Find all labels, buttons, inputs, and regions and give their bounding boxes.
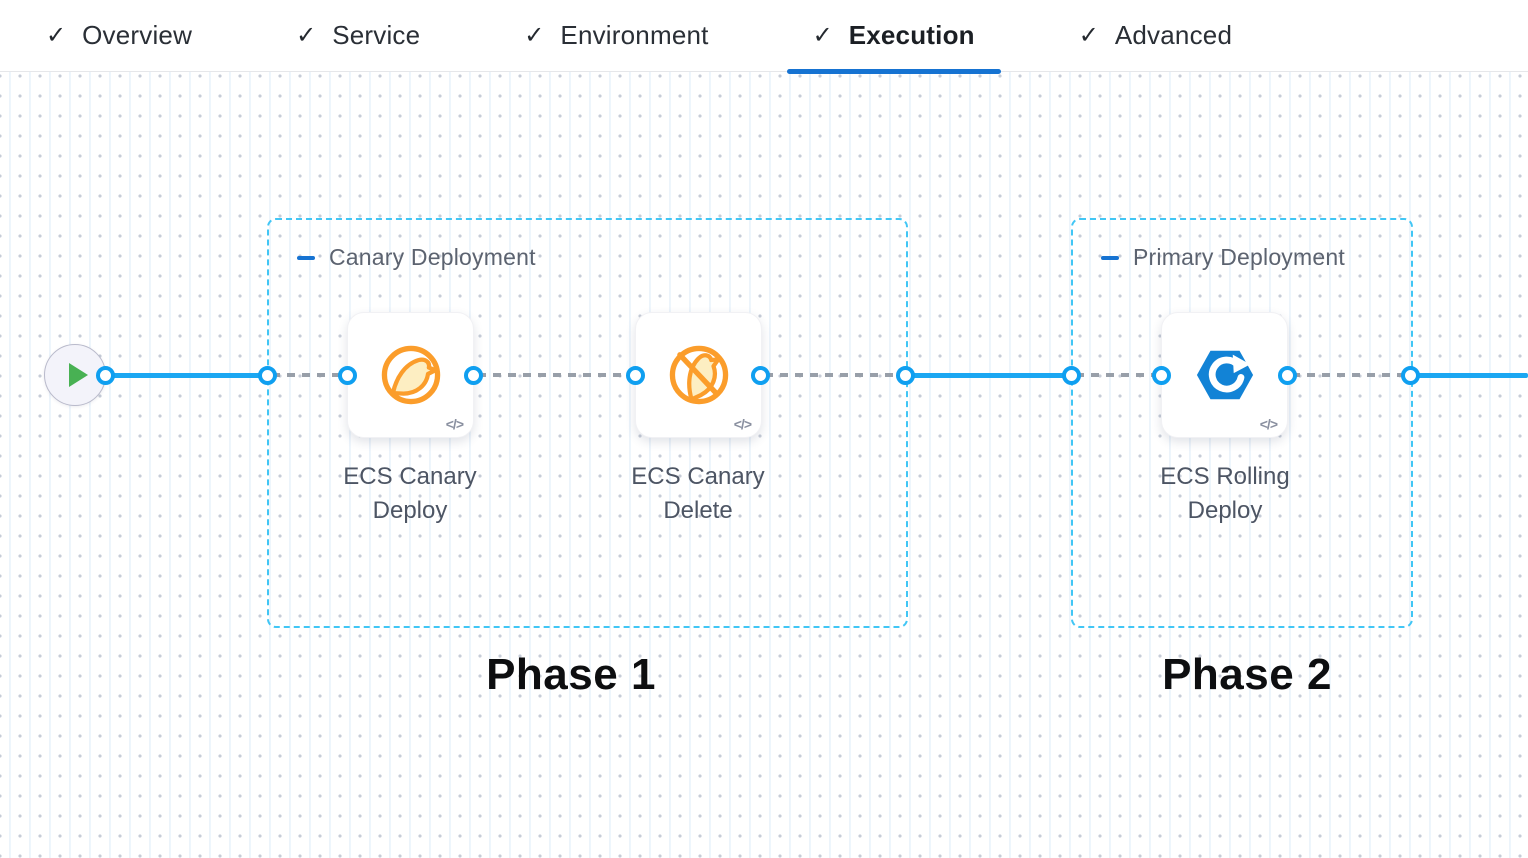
link-group1-to-group2 [905, 373, 1073, 378]
code-badge: </> [733, 416, 752, 432]
code-badge: </> [1259, 416, 1278, 432]
tab-execution[interactable]: ✓ Execution [786, 0, 1001, 74]
play-icon [69, 363, 88, 387]
step-card-ecs-canary-delete[interactable]: </> [635, 312, 762, 438]
dashed-link [478, 373, 630, 377]
step-label-ecs-rolling-deploy: ECS Rolling Deploy [1160, 463, 1290, 524]
stage-config-tab-bar: ✓ Overview ✓ Service ✓ Environment ✓ Exe… [0, 0, 1528, 74]
collapse-minus-icon[interactable] [297, 255, 315, 260]
pipeline-start-node [44, 344, 106, 406]
tab-label: Advanced [1114, 20, 1233, 50]
connector-node[interactable] [1062, 366, 1081, 385]
connector-node[interactable] [1152, 366, 1171, 385]
dashed-link [1076, 373, 1156, 377]
link-start-to-group1 [105, 373, 269, 378]
check-icon: ✓ [1078, 21, 1099, 49]
group-header: Canary Deployment [297, 244, 536, 271]
tab-advanced[interactable]: ✓ Advanced [1053, 0, 1258, 71]
connector-node[interactable] [1278, 366, 1297, 385]
check-icon: ✓ [812, 21, 833, 49]
tab-label: Service [332, 20, 421, 50]
tab-service[interactable]: ✓ Service [270, 0, 446, 71]
ecs-rolling-deploy-icon [1196, 350, 1253, 400]
step-card-ecs-rolling-deploy[interactable]: </> [1161, 312, 1288, 438]
ecs-canary-delete-icon [669, 345, 728, 405]
ecs-canary-deploy-icon [381, 345, 440, 405]
check-icon: ✓ [296, 21, 317, 49]
phase-1-label: Phase 1 [486, 650, 656, 699]
group-label: Primary Deployment [1133, 244, 1345, 270]
connector-node[interactable] [258, 366, 277, 385]
connector-node[interactable] [338, 366, 357, 385]
pipeline-canvas[interactable]: Canary Deployment Primary Deployment </> [0, 72, 1528, 858]
tab-overview[interactable]: ✓ Overview [20, 0, 218, 71]
collapse-minus-icon[interactable] [1101, 255, 1119, 260]
step-card-ecs-canary-deploy[interactable]: </> [347, 312, 474, 438]
tab-environment[interactable]: ✓ Environment [498, 0, 734, 71]
check-icon: ✓ [524, 21, 545, 49]
connector-node[interactable] [96, 366, 115, 385]
dashed-link [1292, 373, 1405, 377]
tab-label: Execution [848, 20, 975, 50]
check-icon: ✓ [46, 21, 67, 49]
connector-node[interactable] [896, 366, 915, 385]
phase-2-label: Phase 2 [1162, 650, 1332, 699]
group-header: Primary Deployment [1101, 244, 1345, 271]
link-group2-to-end [1410, 373, 1528, 378]
dashed-link [765, 373, 900, 377]
code-badge: </> [445, 416, 464, 432]
tab-label: Environment [560, 20, 709, 50]
step-group-primary-deployment[interactable]: Primary Deployment [1071, 218, 1413, 628]
step-group-canary-deployment[interactable]: Canary Deployment [267, 218, 908, 628]
connector-node[interactable] [751, 366, 770, 385]
step-label-ecs-canary-delete: ECS Canary Delete [631, 463, 765, 524]
connector-node[interactable] [464, 366, 483, 385]
step-label-ecs-canary-deploy: ECS Canary Deploy [343, 463, 477, 524]
connector-node[interactable] [1401, 366, 1420, 385]
group-label: Canary Deployment [329, 244, 536, 270]
dashed-link [272, 373, 344, 377]
tab-label: Overview [82, 20, 193, 50]
connector-node[interactable] [626, 366, 645, 385]
